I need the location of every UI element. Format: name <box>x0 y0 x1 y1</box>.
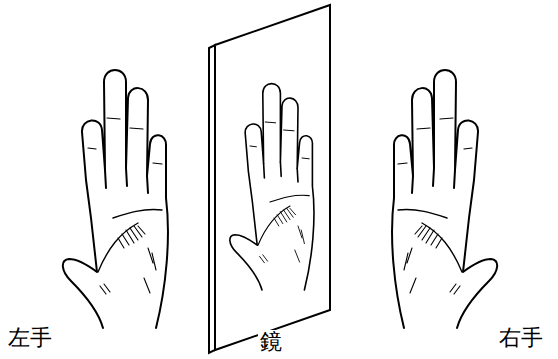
right-hand <box>392 70 497 328</box>
left-hand <box>63 70 168 328</box>
hand-label: 右手 <box>497 326 545 350</box>
mirror <box>215 5 330 350</box>
hand-label: 鏡 <box>258 330 284 354</box>
hand-label: 左手 <box>6 326 54 350</box>
mirror-hand <box>230 84 314 290</box>
